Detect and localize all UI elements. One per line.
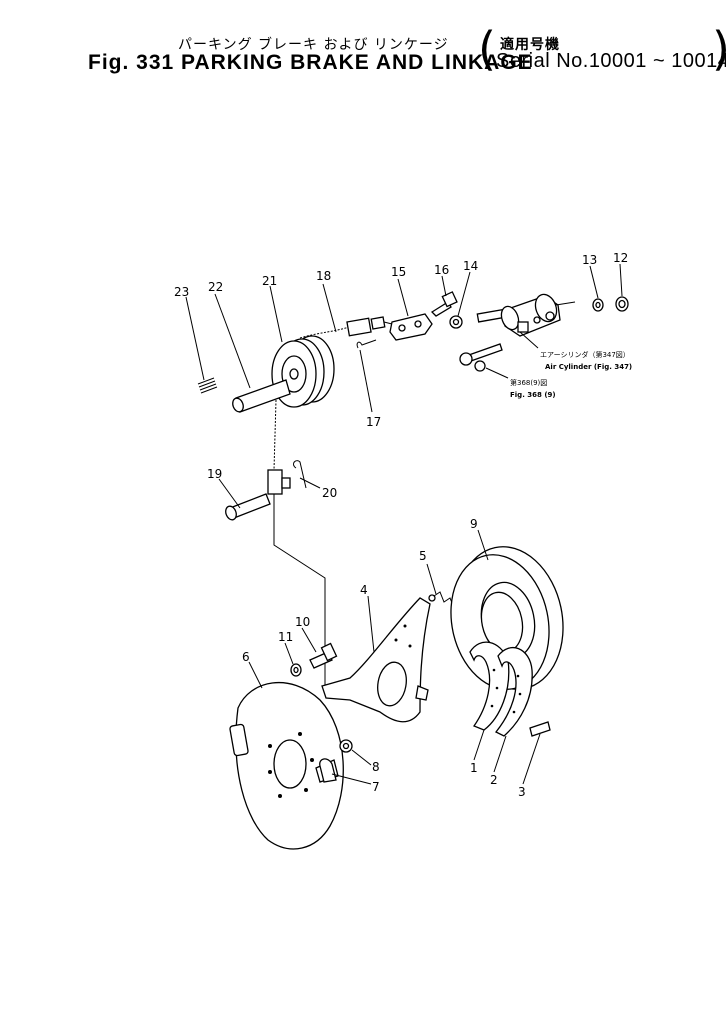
cylinder-mounting-bolt — [459, 343, 503, 372]
callout-2: 2 — [490, 773, 498, 787]
figure-number: Fig. 331 — [88, 51, 175, 74]
backing-plate-6 — [229, 681, 344, 850]
callout-14: 14 — [463, 259, 478, 273]
washer-11 — [290, 663, 302, 677]
callout-16: 16 — [434, 263, 449, 277]
nut-14 — [449, 315, 463, 329]
callout-18: 18 — [316, 269, 331, 283]
fig368-note-en: Fig. 368 (9) — [510, 391, 556, 399]
cable-vertical — [267, 399, 326, 690]
pin-17 — [356, 339, 377, 349]
callout-3: 3 — [518, 785, 526, 799]
nut-8 — [339, 739, 353, 753]
callout-13: 13 — [582, 253, 597, 267]
serial-close-paren: ) — [712, 22, 726, 76]
bolt-10 — [309, 642, 338, 669]
cable-18 — [299, 316, 393, 339]
callout-19: 19 — [207, 467, 222, 481]
bracket-15 — [389, 313, 433, 341]
callout-21: 21 — [262, 274, 277, 288]
callout-7: 7 — [372, 780, 380, 794]
serial-open-paren: ( — [478, 22, 496, 76]
pin-22 — [232, 379, 291, 413]
air-cylinder — [476, 293, 576, 337]
callout-1: 1 — [470, 761, 478, 775]
callout-20: 20 — [322, 486, 337, 500]
callout-11: 11 — [278, 630, 293, 644]
callout-10: 10 — [295, 615, 310, 629]
serial-range: Serial No.10001 ~ 10014 — [496, 50, 726, 72]
air-cylinder-note-jp: エアーシリンダ（第347図） — [540, 350, 630, 359]
pin-3 — [529, 721, 551, 737]
callout-8: 8 — [372, 760, 380, 774]
callout-6: 6 — [242, 650, 250, 664]
callout-15: 15 — [391, 265, 406, 279]
callout-5: 5 — [419, 549, 427, 563]
callout-22: 22 — [208, 280, 223, 294]
fig368-note-jp: 第368(9)図 — [510, 378, 547, 387]
clip-20 — [293, 460, 307, 489]
title-japanese: パーキング ブレーキ および リンケージ — [178, 37, 449, 53]
figure-title: PARKING BRAKE AND LINKAGE — [181, 51, 533, 74]
spring-23 — [197, 377, 218, 394]
leader-lines — [185, 263, 623, 785]
pin-19 — [225, 493, 271, 521]
applicable-serials-jp: 適用号機 — [500, 37, 560, 53]
bolt-16 — [430, 291, 458, 317]
callout-17: 17 — [366, 415, 381, 429]
callout-23: 23 — [174, 285, 189, 299]
brake-shoe-1 — [469, 641, 510, 731]
callout-4: 4 — [360, 583, 368, 597]
bracket-4 — [321, 597, 431, 723]
air-cylinder-note-en: Air Cylinder (Fig. 347) — [545, 363, 632, 371]
callout-12: 12 — [613, 251, 628, 265]
brake-shoe-2 — [494, 646, 533, 737]
washer-13 — [592, 298, 604, 312]
cam-7 — [319, 758, 337, 783]
nut-12 — [615, 296, 629, 312]
callout-9: 9 — [470, 517, 478, 531]
